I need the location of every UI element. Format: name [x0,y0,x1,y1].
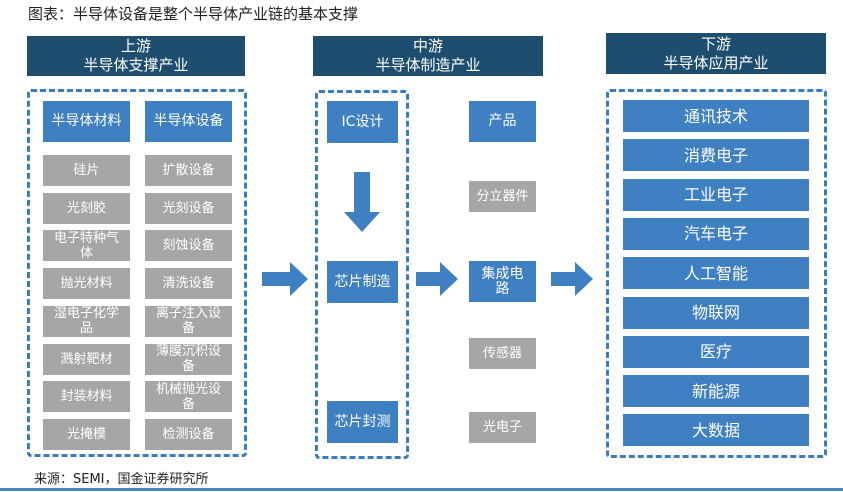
process-chip-packaging-testing: 芯片封测 [327,401,398,443]
arrow-right-icon [262,262,308,296]
arrow-down-icon [344,172,380,232]
material-item: 封装材料 [43,381,130,413]
upstream-header-line1: 上游 [120,37,151,55]
equipment-item: 刻蚀设备 [145,230,232,262]
application-item: 大数据 [623,414,809,447]
application-item: 通讯技术 [623,100,809,132]
upstream-dashed-frame [27,89,247,457]
bottom-divider [0,488,843,491]
equipment-header: 半导体设备 [145,101,232,142]
equipment-item: 薄膜沉积设备 [145,343,232,375]
figure-title: 图表：半导体设备是整个半导体产业链的基本支撑 [28,5,359,23]
arrow-right-icon [551,262,593,296]
downstream-header-line2: 半导体应用产业 [663,53,769,72]
application-item: 医疗 [623,335,809,368]
equipment-item: 清洗设备 [145,268,232,300]
product-discrete-devices: 分立器件 [469,181,536,212]
upstream-header: 上游 半导体支撑产业 [27,36,245,76]
upstream-header-line2: 半导体支撑产业 [83,56,189,74]
application-item: 物联网 [623,296,809,329]
downstream-header-line1: 下游 [700,34,731,53]
process-dashed-frame [315,90,409,459]
midstream-header: 中游 半导体制造产业 [313,36,543,76]
material-item: 溅射靶材 [43,343,130,375]
application-item: 消费电子 [623,139,809,172]
source-note: 来源：SEMI，国金证券研究所 [34,472,209,487]
arrow-right-icon [416,262,458,296]
application-item: 工业电子 [623,178,809,211]
process-ic-design: IC设计 [327,101,398,143]
material-item: 光刻胶 [43,192,130,224]
equipment-item: 离子注入设备 [145,305,232,337]
process-chip-manufacturing: 芯片制造 [327,261,398,303]
midstream-header-line1: 中游 [412,37,443,55]
application-item: 汽车电子 [623,217,809,250]
material-item: 抛光材料 [43,268,130,300]
materials-header: 半导体材料 [43,101,130,142]
downstream-header: 下游 半导体应用产业 [606,33,826,74]
product-sensor: 传感器 [469,338,536,369]
material-item: 光掩模 [43,418,130,450]
equipment-item: 检测设备 [145,418,232,450]
downstream-dashed-frame [606,89,827,458]
products-header: 产品 [469,101,536,142]
material-item: 湿电子化学品 [43,305,130,337]
product-integrated-circuit: 集成电路 [469,261,536,302]
product-optoelectronics: 光电子 [469,412,536,443]
equipment-item: 扩散设备 [145,155,232,186]
material-item: 电子特种气体 [43,230,130,262]
midstream-header-line2: 半导体制造产业 [375,56,481,74]
application-item: 新能源 [623,375,809,408]
equipment-item: 光刻设备 [145,192,232,224]
equipment-item: 机械抛光设备 [145,381,232,413]
material-item: 硅片 [43,155,130,186]
application-item: 人工智能 [623,257,809,290]
